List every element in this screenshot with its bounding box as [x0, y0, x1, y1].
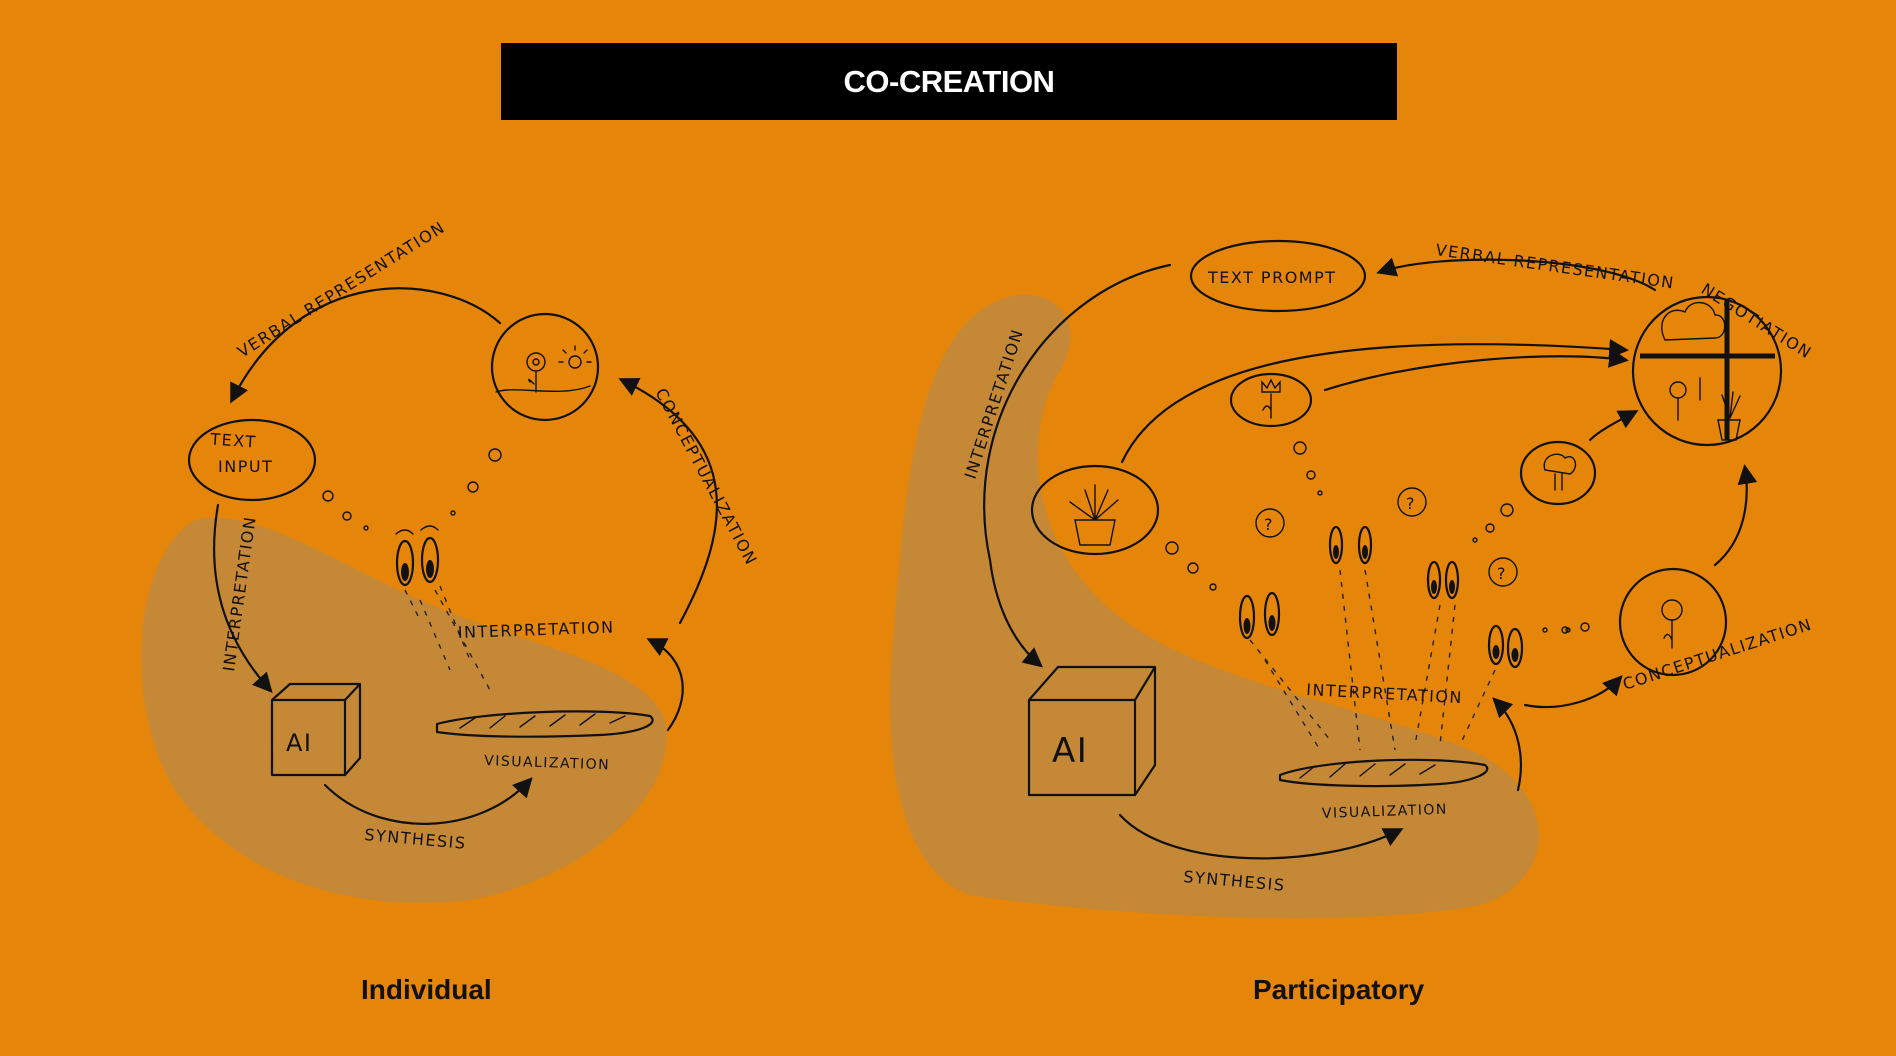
thought-bubbles [323, 449, 501, 530]
conceptualization-label-p: CONCEPTUALIZATION [1620, 615, 1814, 694]
viewer-eyes [396, 526, 438, 585]
verbal-label-p: VERBAL REPRESENTATION [1434, 240, 1676, 292]
text-input-label-2: INPUT [218, 457, 273, 476]
tulip-node [1231, 374, 1311, 426]
question-mark: ? [1406, 494, 1416, 513]
conceptualization-label: CONCEPTUALIZATION [651, 385, 761, 569]
ai-label-p: AI [1052, 731, 1088, 771]
individual-diagram: TEXT INPUT VERBAL REPRESENTATION INTERPR… [141, 217, 761, 902]
text-input-label-1: TEXT [209, 429, 258, 451]
participatory-diagram: TEXT PROMPT VERBAL REPRESENTATION NEGOTI… [890, 240, 1815, 918]
participatory-shade [890, 295, 1538, 918]
interpretation-label-mid: INTERPRETATION [457, 618, 614, 642]
individual-caption: Individual [361, 974, 492, 1006]
tree-node [1521, 442, 1595, 504]
question-bubbles: ? ? ? [1166, 442, 1589, 633]
question-mark: ? [1264, 515, 1274, 534]
negotiation-label: NEGOTIATION [1698, 279, 1816, 362]
text-prompt-label: TEXT PROMPT [1207, 268, 1337, 287]
imagined-flower-node [492, 314, 598, 420]
question-mark: ? [1497, 564, 1507, 583]
participant-eyes [1240, 527, 1522, 667]
interpretation-label-mid-p: INTERPRETATION [1306, 680, 1464, 707]
verbal-arrow [232, 288, 500, 400]
ai-label: AI [286, 729, 313, 757]
potted-plant-node [1032, 466, 1158, 554]
participatory-caption: Participatory [1253, 974, 1424, 1006]
